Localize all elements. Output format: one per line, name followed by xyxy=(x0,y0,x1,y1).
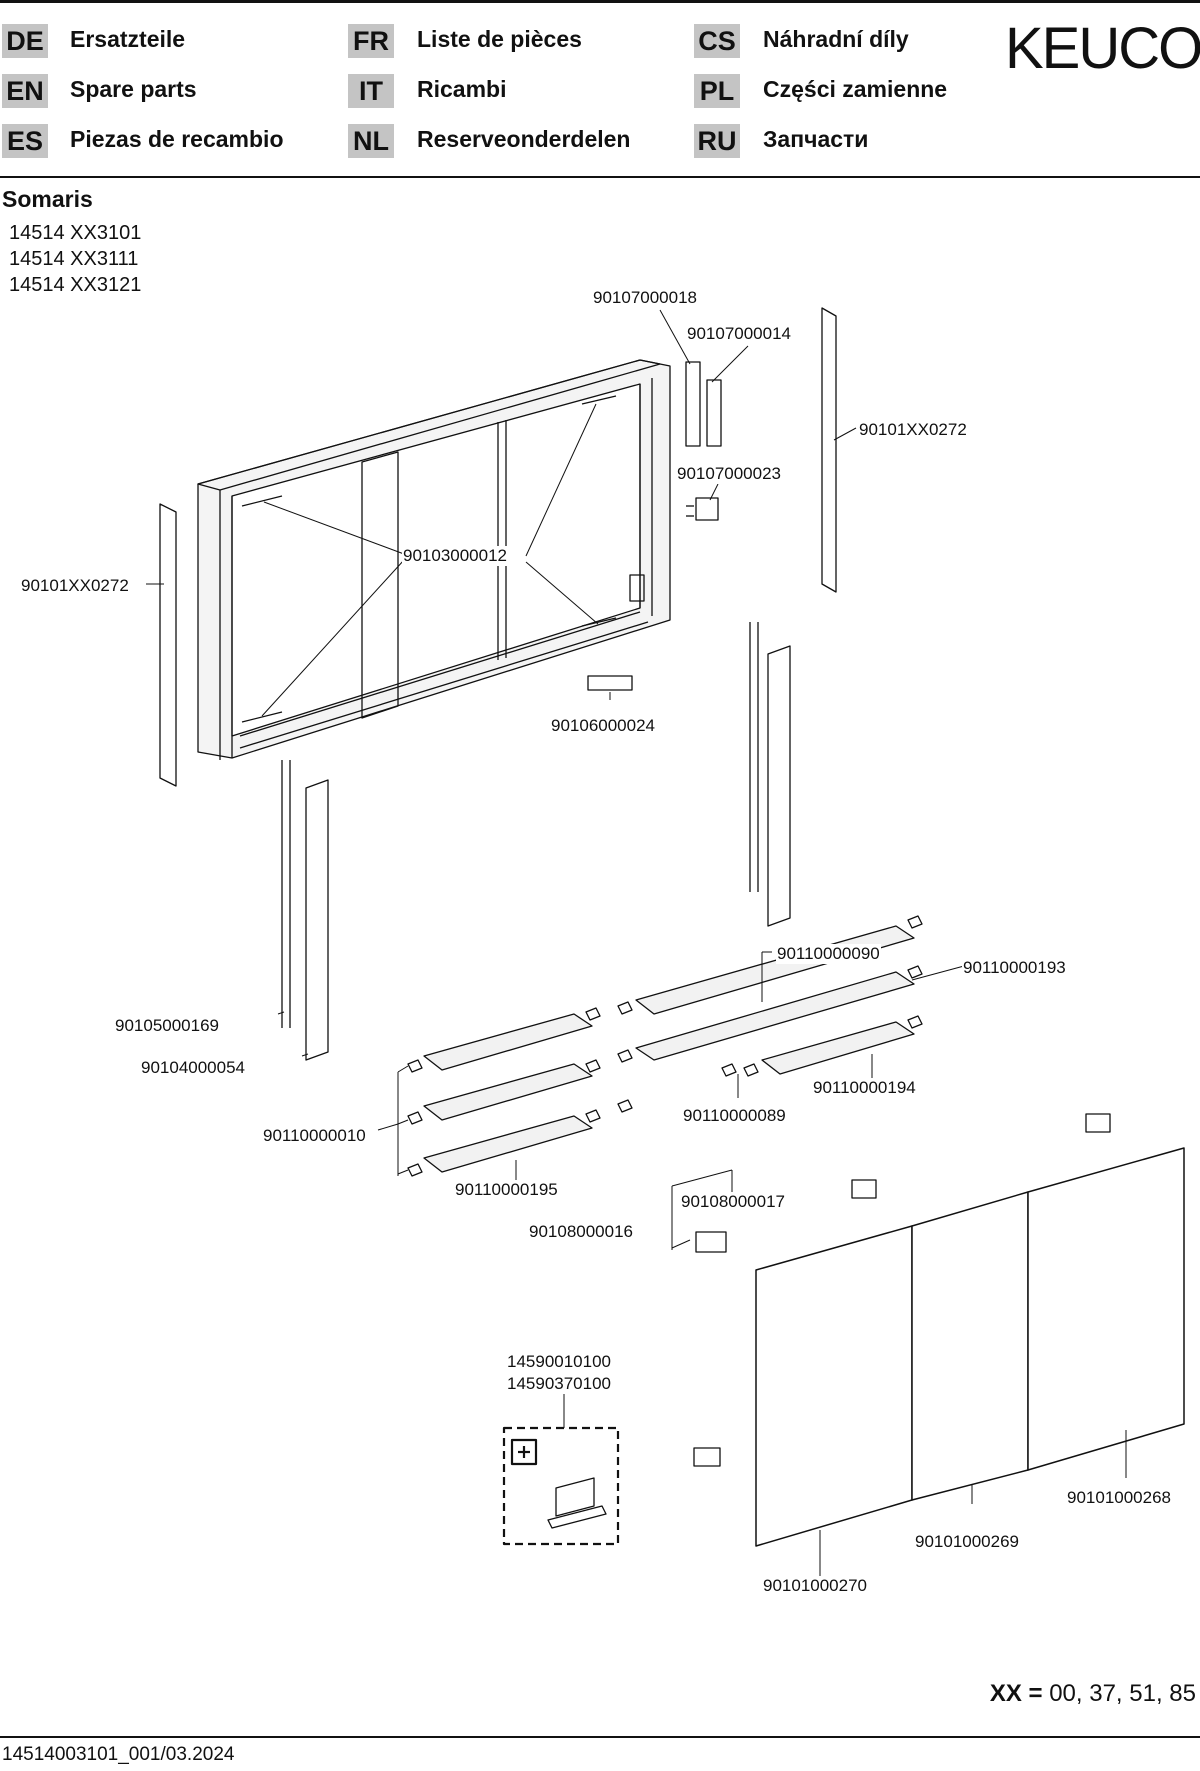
lang-label-cs: Náhradní díly xyxy=(763,26,909,52)
part-number-label: 90106000024 xyxy=(550,716,657,736)
part-number-label: 90101000269 xyxy=(914,1532,1021,1552)
lang-label-ru: Запчасти xyxy=(763,126,869,152)
article-number: 14514 XX3121 xyxy=(9,274,142,296)
side-panel-right xyxy=(821,307,837,593)
part-number-label: 90110000089 xyxy=(682,1106,787,1126)
lang-label-en: Spare parts xyxy=(70,76,197,102)
part-number-label: 90101000268 xyxy=(1066,1488,1173,1508)
mirror-doors xyxy=(755,1147,1185,1547)
part-number-label: 90110000194 xyxy=(812,1078,917,1098)
article-number: 14514 XX3101 xyxy=(9,222,142,244)
part-number-label: 90110000010 xyxy=(262,1126,367,1146)
lang-code-ru: RU xyxy=(694,124,740,158)
hinge-parts xyxy=(685,361,722,521)
part-number-label: 14590010100 xyxy=(506,1352,613,1372)
glass-shelves xyxy=(423,925,915,1173)
lang-label-nl: Reserveonderdelen xyxy=(417,126,631,152)
door-clips xyxy=(693,1113,1111,1467)
lang-label-es: Piezas de recambio xyxy=(70,126,284,152)
product-name: Somaris xyxy=(2,186,93,212)
lang-code-nl: NL xyxy=(348,124,394,158)
part-number-label: 14590370100 xyxy=(506,1374,613,1394)
part-number-label: 90110000193 xyxy=(962,958,1067,978)
lang-label-it: Ricambi xyxy=(417,76,507,102)
header-rule xyxy=(0,176,1200,178)
side-panel-left xyxy=(159,503,177,787)
lang-code-es: ES xyxy=(2,124,48,158)
shelf-supports xyxy=(407,915,923,1177)
lang-code-pl: PL xyxy=(694,74,740,108)
lang-code-cs: CS xyxy=(694,24,740,58)
leader-lines xyxy=(146,309,1127,1576)
article-number: 14514 XX3111 xyxy=(9,248,139,270)
part-number-label: 90101XX0272 xyxy=(858,420,968,440)
lang-code-en: EN xyxy=(2,74,48,108)
part-number-label: 90108000016 xyxy=(528,1222,635,1242)
keuco-logo: KEUCO xyxy=(1005,16,1200,81)
variant-equals: = xyxy=(1028,1680,1043,1707)
accessory-box xyxy=(502,1426,620,1546)
lang-code-de: DE xyxy=(2,24,48,58)
document-id: 14514003101_001/03.2024 xyxy=(2,1744,235,1765)
lang-code-it: IT xyxy=(348,74,394,108)
part-number-label: 90105000169 xyxy=(114,1016,221,1036)
lang-code-fr: FR xyxy=(348,24,394,58)
part-number-label: 90101XX0272 xyxy=(20,576,130,596)
top-rule xyxy=(0,0,1200,3)
bracket xyxy=(587,675,633,691)
lang-label-pl: Części zamienne xyxy=(763,76,948,102)
part-number-label: 90107000023 xyxy=(676,464,783,484)
lang-label-de: Ersatzteile xyxy=(70,26,186,52)
part-number-label: 90110000090 xyxy=(776,944,881,964)
part-number-label: 90101000270 xyxy=(762,1576,869,1596)
variant-note: XX = 00, 37, 51, 85 xyxy=(990,1680,1196,1708)
part-number-label: 90110000195 xyxy=(454,1180,559,1200)
part-number-label: 90107000018 xyxy=(592,288,699,308)
part-number-label: 90108000017 xyxy=(680,1192,787,1212)
rails xyxy=(281,622,791,1061)
footer-rule xyxy=(0,1736,1200,1738)
part-number-label: 90103000012 xyxy=(402,546,509,566)
part-number-label: 90107000014 xyxy=(686,324,793,344)
variant-label: XX xyxy=(989,1680,1022,1707)
variant-values: 00, 37, 51, 85 xyxy=(1049,1680,1196,1707)
lang-label-fr: Liste de pièces xyxy=(417,26,582,52)
part-number-label: 90104000054 xyxy=(140,1058,247,1078)
